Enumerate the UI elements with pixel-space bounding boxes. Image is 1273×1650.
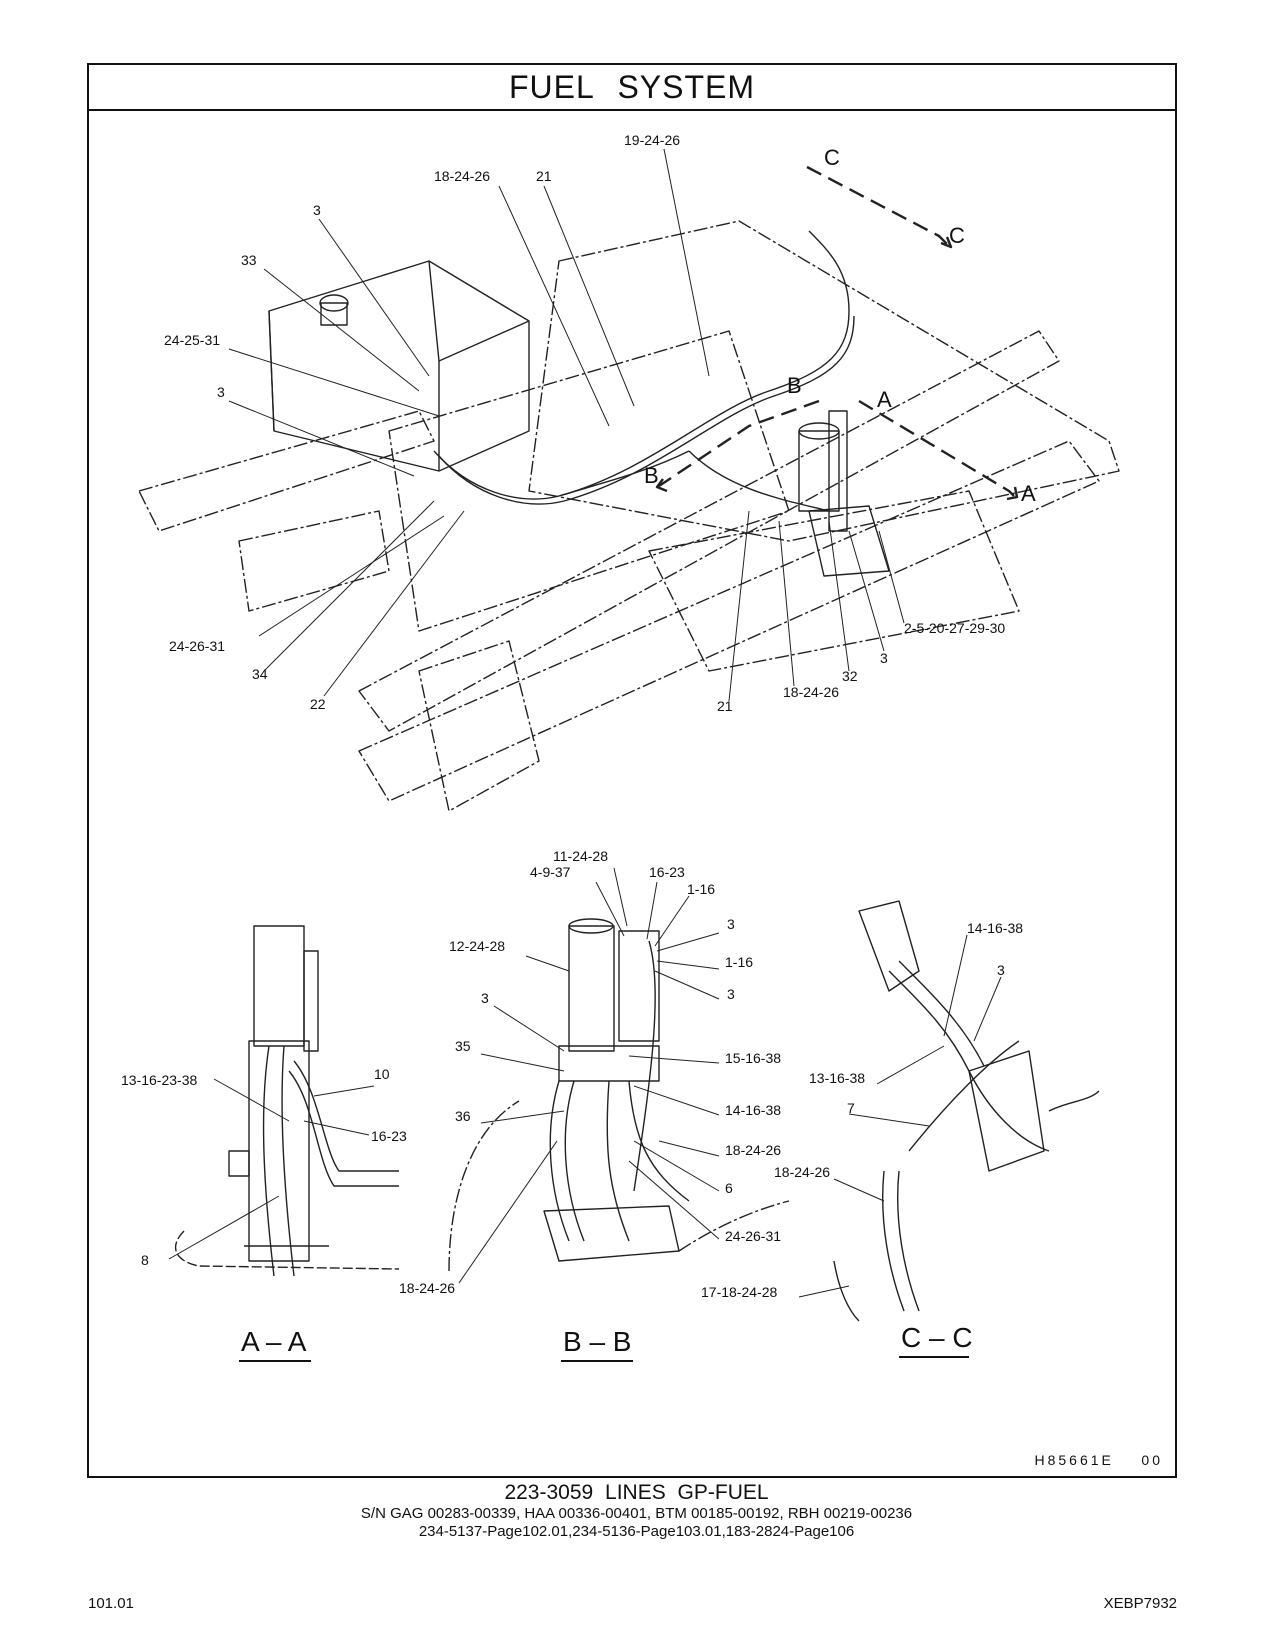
callout-main-6: 24-25-31 [164, 332, 220, 348]
callout-bb-2: 4-9-37 [530, 864, 571, 880]
callout-bb-15: 6 [725, 1180, 733, 1196]
callout-bb-12: 36 [455, 1108, 471, 1124]
view-bb-drawing [448, 918, 790, 1272]
callout-aa-4: 8 [141, 1252, 149, 1268]
callout-main-15: 2-5-20-27-29-30 [904, 620, 1005, 636]
callout-cc-5: 18-24-26 [774, 1164, 830, 1180]
callout-cc-2: 3 [997, 962, 1005, 978]
callout-main-4: 3 [313, 202, 321, 218]
view-cc-drawing [833, 900, 1100, 1322]
page-number: 101.01 [88, 1595, 134, 1612]
section-marker-c-top: C [824, 145, 840, 170]
view-aa-drawing [174, 925, 400, 1277]
view-aa-label: A – A [241, 1326, 307, 1357]
parts-illustration: 19-24-26 18-24-26 21 3 33 24-25-31 3 24-… [121, 132, 1120, 1362]
callout-main-13: 32 [842, 668, 858, 684]
section-arrows [655, 236, 1019, 501]
caption-title: 223-3059 LINES GP-FUEL [504, 1481, 769, 1504]
section-marker-a-top: A [877, 387, 892, 412]
callout-aa-2: 10 [374, 1066, 390, 1082]
view-bb-label: B – B [563, 1326, 631, 1357]
title-bar: FUEL SYSTEM [89, 65, 1175, 111]
callout-bb-9: 3 [481, 990, 489, 1006]
callout-bb-3: 16-23 [649, 864, 685, 880]
callout-main-7: 3 [217, 384, 225, 400]
serial-numbers: S/N GAG 00283-00339, HAA 00336-00401, BT… [360, 1505, 913, 1522]
document-id: XEBP7932 [1103, 1595, 1177, 1612]
section-marker-a-bottom: A [1021, 481, 1036, 506]
page-references: 234-5137-Page102.01,234-5136-Page103.01,… [418, 1523, 855, 1540]
callout-bb-13: 14-16-38 [725, 1102, 781, 1118]
callout-bb-5: 3 [727, 916, 735, 932]
illustration-ref: H85661E 00 [1034, 1452, 1163, 1468]
callout-bb-11: 15-16-38 [725, 1050, 781, 1066]
callout-main-2: 18-24-26 [434, 168, 490, 184]
machine-frame-drawing [138, 220, 1120, 812]
callout-main-14: 3 [880, 650, 888, 666]
callout-bb-10: 35 [455, 1038, 471, 1054]
callout-main-8: 24-26-31 [169, 638, 225, 654]
callout-main-12: 18-24-26 [783, 684, 839, 700]
callout-bb-17: 18-24-26 [399, 1280, 455, 1296]
callout-bb-6: 12-24-28 [449, 938, 505, 954]
callout-bb-4: 1-16 [687, 881, 715, 897]
section-cut-lines [658, 165, 1015, 497]
callout-main-5: 33 [241, 252, 257, 268]
drawing-frame: FUEL SYSTEM [87, 63, 1177, 1478]
page-title: FUEL SYSTEM [508, 68, 756, 105]
callout-cc-1: 14-16-38 [967, 920, 1023, 936]
fuel-line-drawing [433, 230, 855, 512]
callout-main-10: 22 [310, 696, 326, 712]
callout-cc-3: 13-16-38 [809, 1070, 865, 1086]
callout-bb-14: 18-24-26 [725, 1142, 781, 1158]
leader-lines [168, 148, 1002, 1298]
fuel-filter-drawing [798, 410, 890, 577]
fuel-tank-drawing [268, 260, 530, 472]
callout-bb-8: 3 [727, 986, 735, 1002]
callout-bb-16: 24-26-31 [725, 1228, 781, 1244]
callout-cc-4: 7 [847, 1100, 855, 1116]
callout-cc-6: 17-18-24-28 [701, 1284, 777, 1300]
callout-bb-1: 11-24-28 [553, 848, 608, 864]
callout-aa-3: 16-23 [371, 1128, 407, 1144]
callout-main-9: 34 [252, 666, 268, 682]
callout-bb-7: 1-16 [725, 954, 753, 970]
callout-main-1: 19-24-26 [624, 132, 680, 148]
callout-main-11: 21 [717, 698, 733, 714]
section-marker-c-bottom: C [949, 223, 965, 248]
callout-main-3: 21 [536, 168, 552, 184]
section-marker-b-bottom: B [644, 463, 659, 488]
callout-aa-1: 13-16-23-38 [121, 1072, 197, 1088]
view-cc-label: C – C [901, 1322, 973, 1353]
section-marker-b-top: B [787, 373, 802, 398]
